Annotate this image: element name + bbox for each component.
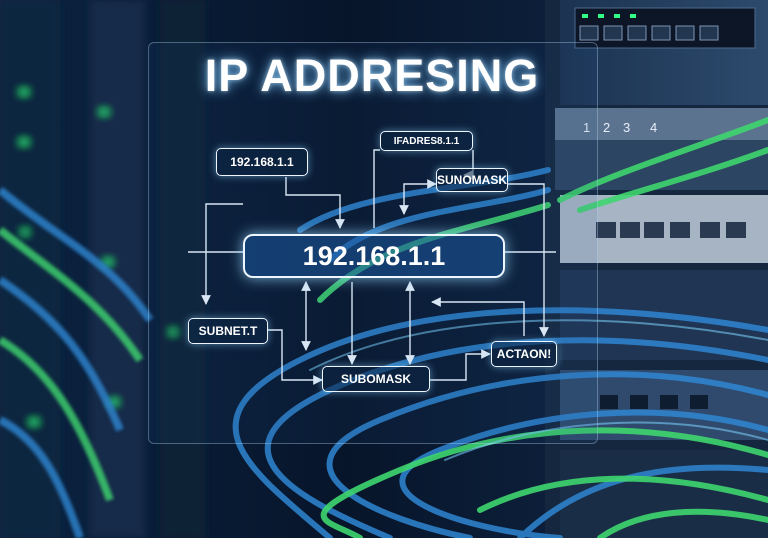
sunomask-box: SUNOMASK [436,168,508,192]
subnet-box: SUBNET.T [188,318,268,344]
actaon-box: ACTAON! [491,341,557,367]
rack-number-label: 1 [583,120,590,135]
page-title: IP ADDRESING [204,50,540,101]
rack-number-labels: 1 2 3 4 [583,120,657,135]
rack-number-label: 4 [650,120,657,135]
ifadres-box: IFADRES8.1.1 [380,131,473,151]
ip-address-box-top-left: 192.168.1.1 [216,148,308,176]
main-ip-address-box: 192.168.1.1 [243,234,505,278]
left-cables [0,186,154,538]
subomask-box: SUBOMASK [322,366,430,392]
rack-number-label: 2 [603,120,610,135]
rack-number-label: 3 [623,120,630,135]
